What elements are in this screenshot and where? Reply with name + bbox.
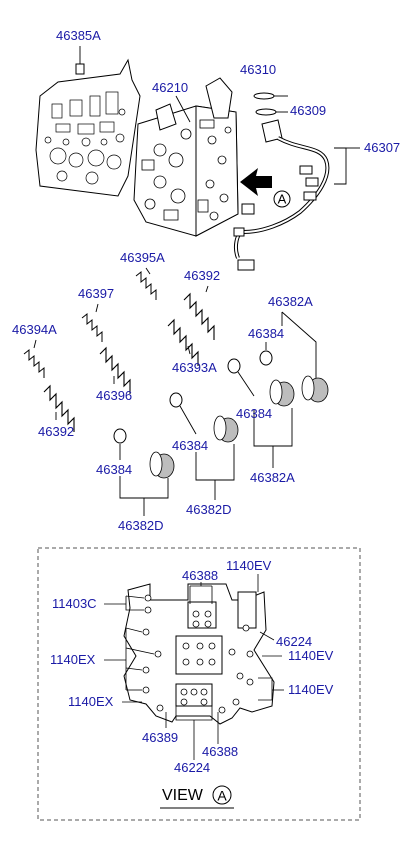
bracket-46382a-bottom bbox=[253, 408, 293, 468]
label-46396: 46396 bbox=[96, 388, 132, 403]
view-caption-text: VIEW bbox=[162, 787, 204, 804]
view-a-valve-body bbox=[123, 583, 275, 725]
label-46382a-bottom: 46382A bbox=[250, 470, 295, 485]
label-46384-c: 46384 bbox=[172, 438, 208, 453]
view-a-leader-lines bbox=[104, 574, 284, 760]
view-a-caption: VIEW A bbox=[160, 785, 234, 809]
spring-46393a bbox=[167, 318, 199, 366]
arrow-a-label: A bbox=[278, 192, 287, 207]
label-46382d-right: 46382D bbox=[186, 502, 232, 517]
label-view-46389: 46389 bbox=[142, 730, 178, 745]
view-caption-circle-a: A bbox=[217, 788, 227, 804]
seal-ring-46384-a bbox=[259, 342, 273, 366]
plate-clip bbox=[75, 46, 85, 75]
spring-46392-upper bbox=[183, 285, 215, 340]
label-view-46388-bottom: 46388 bbox=[202, 744, 238, 759]
bracket-46382d-left bbox=[119, 476, 169, 516]
label-46384-d: 46384 bbox=[96, 462, 132, 477]
spring-46397 bbox=[81, 303, 103, 342]
piston-46382a-upper bbox=[269, 375, 329, 407]
label-46310: 46310 bbox=[240, 62, 276, 77]
label-view-46224-bottom: 46224 bbox=[174, 760, 210, 775]
label-46309: 46309 bbox=[290, 103, 326, 118]
label-46393a: 46393A bbox=[172, 360, 217, 375]
seal-ring-46384-d bbox=[113, 428, 127, 460]
label-46382a-top: 46382A bbox=[268, 294, 313, 309]
valve-body bbox=[133, 77, 239, 237]
spring-46392-lower bbox=[43, 384, 75, 432]
label-view-1140ev-mid: 1140EV bbox=[288, 648, 334, 663]
label-view-1140ex-bottom: 1140EX bbox=[68, 694, 114, 709]
label-46382d-left: 46382D bbox=[118, 518, 164, 533]
view-direction-arrow: A bbox=[240, 168, 291, 208]
spring-46394a bbox=[23, 339, 45, 378]
seal-ring-46384-b bbox=[227, 358, 255, 397]
label-46397: 46397 bbox=[78, 286, 114, 301]
label-view-1140ev-right: 1140EV bbox=[288, 682, 334, 697]
label-view-46388-top: 46388 bbox=[182, 568, 218, 583]
label-view-46224-right: 46224 bbox=[276, 634, 312, 649]
label-46392-upper: 46392 bbox=[184, 268, 220, 283]
label-46384-b: 46384 bbox=[236, 406, 272, 421]
spring-46395a bbox=[135, 267, 157, 300]
label-view-1140ev-top: 1140EV bbox=[226, 558, 272, 573]
separator-plate bbox=[35, 58, 141, 197]
label-view-11403c: 11403C bbox=[52, 596, 97, 611]
label-view-1140ex-left: 1140EX bbox=[50, 652, 96, 667]
label-46307: 46307 bbox=[364, 140, 400, 155]
label-46392-lower: 46392 bbox=[38, 424, 74, 439]
view-a-frame bbox=[37, 547, 361, 821]
label-46394a: 46394A bbox=[12, 322, 57, 337]
spring-46396 bbox=[99, 346, 131, 394]
bracket-46382a-top bbox=[281, 311, 317, 378]
label-46395a: 46395A bbox=[120, 250, 165, 265]
label-46385a: 46385A bbox=[56, 28, 101, 43]
label-46210: 46210 bbox=[152, 80, 188, 95]
piston-46382d-lower bbox=[149, 451, 175, 479]
piston-46382d-middle bbox=[213, 415, 239, 443]
wiring-harness bbox=[233, 92, 360, 271]
seal-ring-46384-c bbox=[169, 392, 197, 435]
label-46384-a: 46384 bbox=[248, 326, 284, 341]
bracket-46382d-right bbox=[195, 444, 235, 500]
